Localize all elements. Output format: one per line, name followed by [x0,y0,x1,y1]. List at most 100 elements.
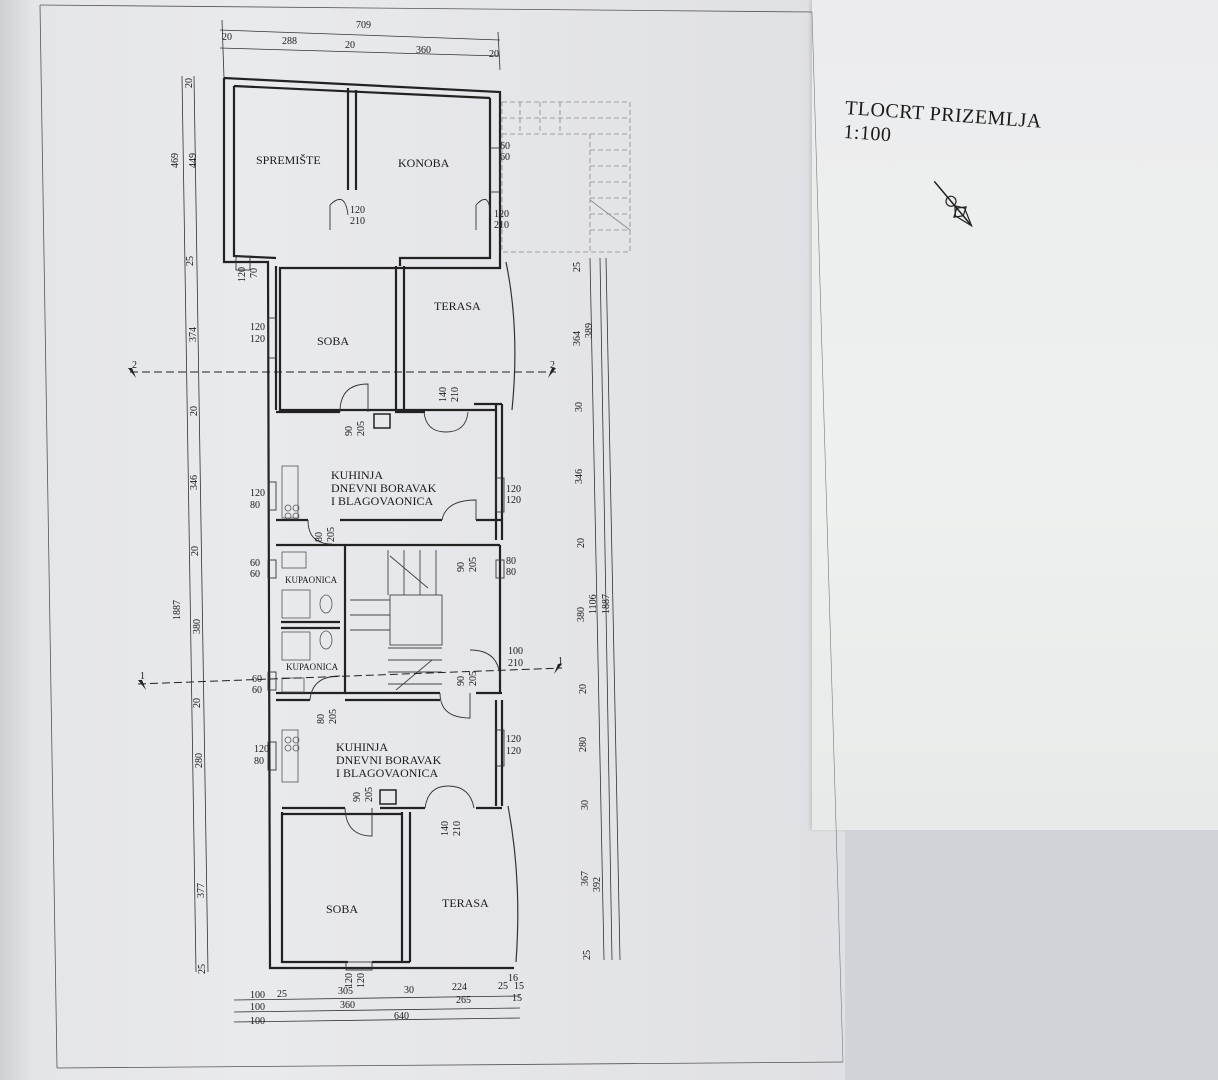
opening-height: 120 [356,973,367,988]
dim-bottom: 25 [277,989,287,1000]
section-marker-icon [138,680,146,690]
room-label-spremiste: SPREMIŠTE [256,153,321,167]
opening-width: 120 [506,734,521,745]
chimney-bottom [379,789,397,805]
opening-height: 80 [506,567,516,578]
outdoor-stairs [501,101,631,253]
room-label-kuhinja-bottom-2: DNEVNI BORAVAK [336,753,442,767]
room-label-kupaonica-1: KUPAONICA [285,575,338,585]
dim-bottom: 265 [456,995,471,1006]
dim-right: 25 [582,950,593,960]
opening-width: 120 [344,973,355,988]
dim-right: 367 [580,871,591,886]
opening-height: 80 [254,756,264,767]
dim-left-outer: 1887 [172,600,183,620]
dim-left-inner: 20 [192,698,203,708]
dim-top: 20 [345,40,355,51]
opening-width: 60 [252,674,262,685]
room-label-kupaonica-2: KUPAONICA [286,662,339,672]
dim-right: 1887 [601,594,612,614]
opening-height: 80 [250,500,260,511]
opening-height: 120 [506,495,521,506]
dim-left-inner: 20 [190,546,201,556]
dim-left-outer: 469 [170,153,181,168]
dim-right: 25 [572,262,583,272]
opening-height: 205 [326,527,337,542]
room-label-kuhinja-bottom-3: I BLAGOVAONICA [336,766,438,780]
opening-width: 140 [440,821,451,836]
room-label-konoba: KONOBA [398,156,450,170]
opening-height: 205 [364,787,375,802]
dim-right: 364 [572,331,583,346]
opening-width: 90 [456,676,467,686]
drawing-sheet-left [0,0,845,1080]
dim-left-inner: 280 [194,753,205,768]
section-label-2-right: 2 [550,360,555,371]
dim-right: 392 [592,877,603,892]
dim-bottom: 305 [338,986,353,997]
room-label-kuhinja-top-1: KUHINJA [331,468,383,482]
terasa-bottom-edge [507,805,519,963]
dimension-lines [181,19,621,1023]
dim-bottom: 30 [404,985,414,996]
room-label-kuhinja-top-3: I BLAGOVAONICA [331,494,433,508]
opening-width: 90 [456,562,467,572]
dim-right: 380 [576,607,587,622]
door-swings [307,198,501,837]
dim-bottom: 224 [452,982,467,993]
opening-height: 210 [494,220,509,231]
opening-height: 60 [500,152,510,163]
dim-left-inner: 20 [189,406,200,416]
room-label-kuhinja-top-2: DNEVNI BORAVAK [331,481,437,495]
opening-height: 210 [508,658,523,669]
opening-width: 80 [314,532,325,542]
dim-top: 20 [489,49,499,60]
opening-width: 80 [316,714,327,724]
dim-right: 346 [574,469,585,484]
dim-right: 30 [580,800,591,810]
dim-top: 360 [416,45,431,56]
room-label-terasa-top: TERASA [434,299,481,313]
dim-left-inner: 449 [188,153,199,168]
opening-height: 210 [452,821,463,836]
dim-bottom: 15 [512,993,522,1004]
dim-left-inner: 374 [188,327,199,342]
dim-right: 30 [574,402,585,412]
section-label-1-right: 1 [558,656,563,667]
dim-top-total: 709 [356,20,371,31]
sheet-border-bottom [56,1061,844,1069]
opening-width: 140 [438,387,449,402]
opening-width: 120 [250,322,265,333]
dim-bottom: 25 [498,981,508,992]
opening-height: 60 [252,685,262,696]
opening-width: 120 [506,484,521,495]
dim-left-inner: 380 [192,619,203,634]
opening-width: 120 [254,744,269,755]
opening-height: 210 [350,216,365,227]
opening-height: 120 [250,334,265,345]
dim-bottom: 640 [394,1011,409,1022]
section-label-1-left: 1 [140,671,145,682]
interior-stairs [350,550,443,691]
dim-left-inner: 20 [184,78,195,88]
room-label-kuhinja-bottom-1: KUHINJA [336,740,388,754]
room-label-soba-bottom: SOBA [326,902,358,916]
dim-bottom: 100 [250,990,265,1001]
section-label-2-left: 2 [132,360,137,371]
dim-bottom: 15 [514,981,524,992]
opening-width: 90 [344,426,355,436]
room-label-terasa-bottom: TERASA [442,896,489,910]
opening-height: 210 [450,387,461,402]
sheet-border-right [811,11,844,1063]
section-marker-icon [128,368,136,378]
dim-right: 389 [584,323,595,338]
kitchen-fixtures [281,465,300,783]
dim-top: 20 [222,32,232,43]
opening-height: 205 [468,557,479,572]
opening-width: 90 [352,792,363,802]
dim-left-inner: 25 [185,256,196,266]
opening-height: 60 [250,569,260,580]
sheet-border-left [39,4,58,1069]
dim-right: 280 [578,737,589,752]
